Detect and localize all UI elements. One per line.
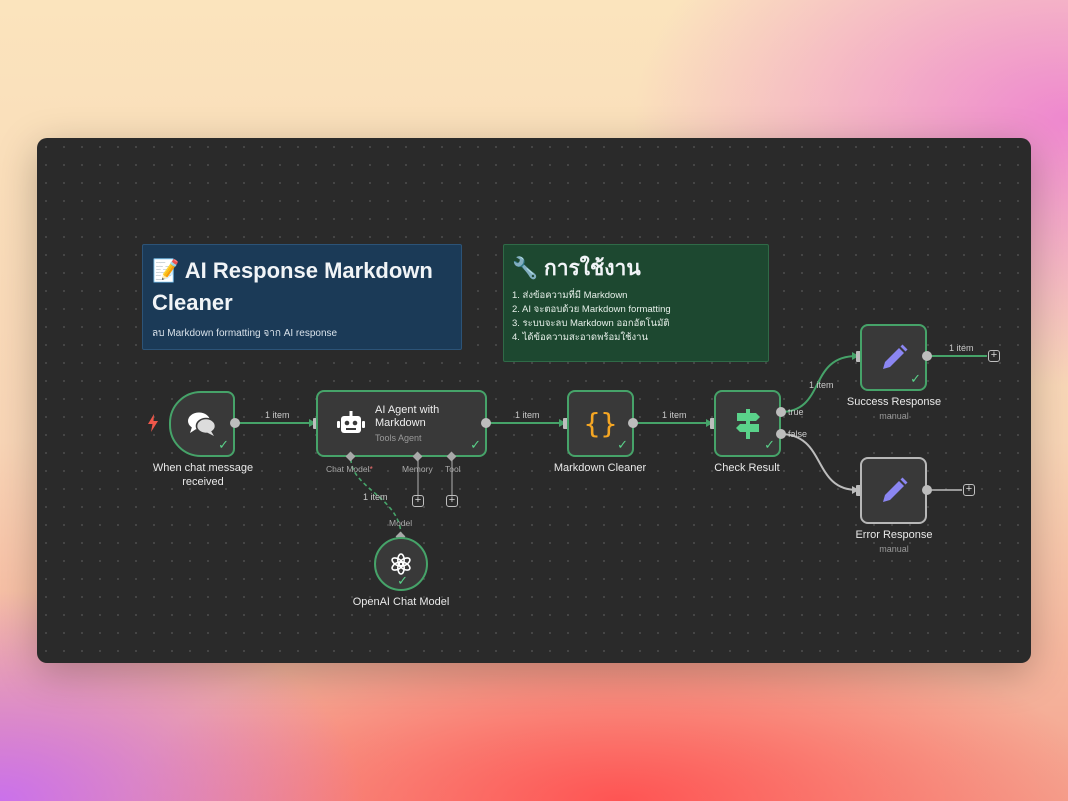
- node-error-response[interactable]: [860, 457, 927, 524]
- usage-step: 3. ระบบจะลบ Markdown ออกอัตโนมัติ: [512, 318, 670, 329]
- node-markdown-cleaner[interactable]: {} ✓: [567, 390, 634, 457]
- success-check-icon: ✓: [397, 573, 408, 588]
- add-tool-plus-icon[interactable]: +: [446, 495, 458, 507]
- note-usage-steps: 1. ส่งข้อความที่มี Markdown 2. AI จะตอบด…: [512, 289, 760, 345]
- lightning-icon: [148, 414, 158, 432]
- output-port[interactable]: [922, 351, 932, 361]
- edge-arrow: [559, 419, 566, 427]
- true-branch-label: true: [788, 407, 804, 417]
- add-node-plus-icon[interactable]: +: [988, 350, 1000, 362]
- edge-model-agent[interactable]: [350, 458, 402, 537]
- node-chat-trigger[interactable]: ✓: [169, 391, 235, 457]
- node-ai-agent-title: AI Agent with Markdown: [375, 404, 440, 429]
- memo-emoji-icon: 📝: [152, 258, 180, 283]
- success-check-icon: ✓: [617, 437, 628, 452]
- usage-step: 1. ส่งข้อความที่มี Markdown: [512, 290, 628, 301]
- node-error-response-label: Error Response: [855, 529, 933, 541]
- connections-layer: [236, 352, 987, 537]
- note-usage[interactable]: 🔧 การใช้งาน 1. ส่งข้อความที่มี Markdown …: [503, 244, 769, 362]
- usage-step: 2. AI จะตอบด้วย Markdown formatting: [512, 304, 671, 315]
- edge-trigger-agent-label: 1 item: [265, 410, 290, 420]
- output-port[interactable]: [922, 485, 932, 495]
- input-port[interactable]: [313, 418, 318, 429]
- memory-port-label: Memory: [402, 464, 433, 474]
- workflow-canvas[interactable]: 📝 AI Response Markdown Cleaner ลบ Markdo…: [37, 138, 1031, 663]
- node-openai-chat-model[interactable]: ✓: [374, 537, 428, 591]
- node-ai-agent-subtitle: Tools Agent: [375, 433, 422, 443]
- false-branch-label: false: [788, 429, 808, 439]
- note-main[interactable]: 📝 AI Response Markdown Cleaner ลบ Markdo…: [142, 244, 462, 350]
- wrench-emoji-icon: 🔧: [512, 257, 539, 280]
- chat-bubbles-icon: [171, 393, 233, 455]
- input-port[interactable]: [856, 351, 861, 362]
- edge-arrow: [852, 352, 859, 360]
- edge-check-error[interactable]: [779, 433, 858, 491]
- node-ai-agent[interactable]: AI Agent with Markdown Tools Agent ✓: [316, 390, 487, 457]
- output-port[interactable]: [230, 418, 240, 428]
- input-port[interactable]: [563, 418, 568, 429]
- edge-arrow: [706, 419, 713, 427]
- node-success-response-subtitle: manual: [879, 411, 909, 421]
- pencil-icon: [862, 326, 925, 389]
- success-check-icon: ✓: [764, 437, 775, 452]
- node-check-result[interactable]: ✓: [714, 390, 781, 457]
- node-check-result-label: Check Result: [714, 462, 780, 474]
- tool-port-label: Tool: [445, 464, 461, 474]
- input-port[interactable]: [856, 485, 861, 496]
- add-memory-plus-icon[interactable]: +: [412, 495, 424, 507]
- node-success-response[interactable]: ✓: [860, 324, 927, 391]
- note-main-title: 📝 AI Response Markdown Cleaner: [152, 255, 452, 319]
- success-check-icon: ✓: [910, 371, 921, 386]
- edge-check-success-label: 1 item: [809, 380, 834, 390]
- note-main-title-text: AI Response Markdown Cleaner: [152, 258, 433, 315]
- success-check-icon: ✓: [218, 437, 229, 452]
- chat-model-port-label: Chat Model*: [326, 464, 373, 474]
- edge-check-success[interactable]: [779, 355, 858, 413]
- edge-arrow: [852, 486, 859, 494]
- false-output-port[interactable]: [776, 429, 786, 439]
- edge-arrow: [309, 419, 316, 427]
- note-main-description: ลบ Markdown formatting จาก AI response: [152, 328, 338, 339]
- edge-success-out-label: 1 item: [949, 343, 974, 353]
- input-port[interactable]: [710, 418, 715, 429]
- note-usage-title-text: การใช้งาน: [544, 257, 641, 280]
- pencil-icon: [862, 459, 925, 522]
- node-success-response-label: Success Response: [846, 396, 942, 408]
- true-output-port[interactable]: [776, 407, 786, 417]
- edge-agent-cleaner-label: 1 item: [515, 410, 540, 420]
- edge-cleaner-check-label: 1 item: [662, 410, 687, 420]
- usage-step: 4. ได้ข้อความสะอาดพร้อมใช้งาน: [512, 332, 648, 343]
- add-node-plus-icon[interactable]: +: [963, 484, 975, 496]
- robot-icon: [336, 410, 366, 438]
- output-port[interactable]: [481, 418, 491, 428]
- curly-braces-icon: {}: [583, 407, 618, 440]
- node-error-response-subtitle: manual: [879, 544, 909, 554]
- note-usage-title: 🔧 การใช้งาน: [512, 255, 760, 283]
- chat-model-port-text: Chat Model: [326, 464, 370, 474]
- node-openai-chat-model-label: OpenAI Chat Model: [352, 596, 450, 608]
- required-mark: *: [369, 464, 373, 474]
- edge-model-agent-label: 1 item: [363, 492, 388, 502]
- success-check-icon: ✓: [470, 437, 481, 452]
- openai-logo-icon: [376, 539, 426, 589]
- node-chat-trigger-label: When chat message received: [152, 462, 254, 488]
- node-markdown-cleaner-label: Markdown Cleaner: [553, 462, 647, 474]
- signpost-icon: [716, 392, 779, 455]
- output-port[interactable]: [628, 418, 638, 428]
- model-port-label: Model: [389, 518, 413, 528]
